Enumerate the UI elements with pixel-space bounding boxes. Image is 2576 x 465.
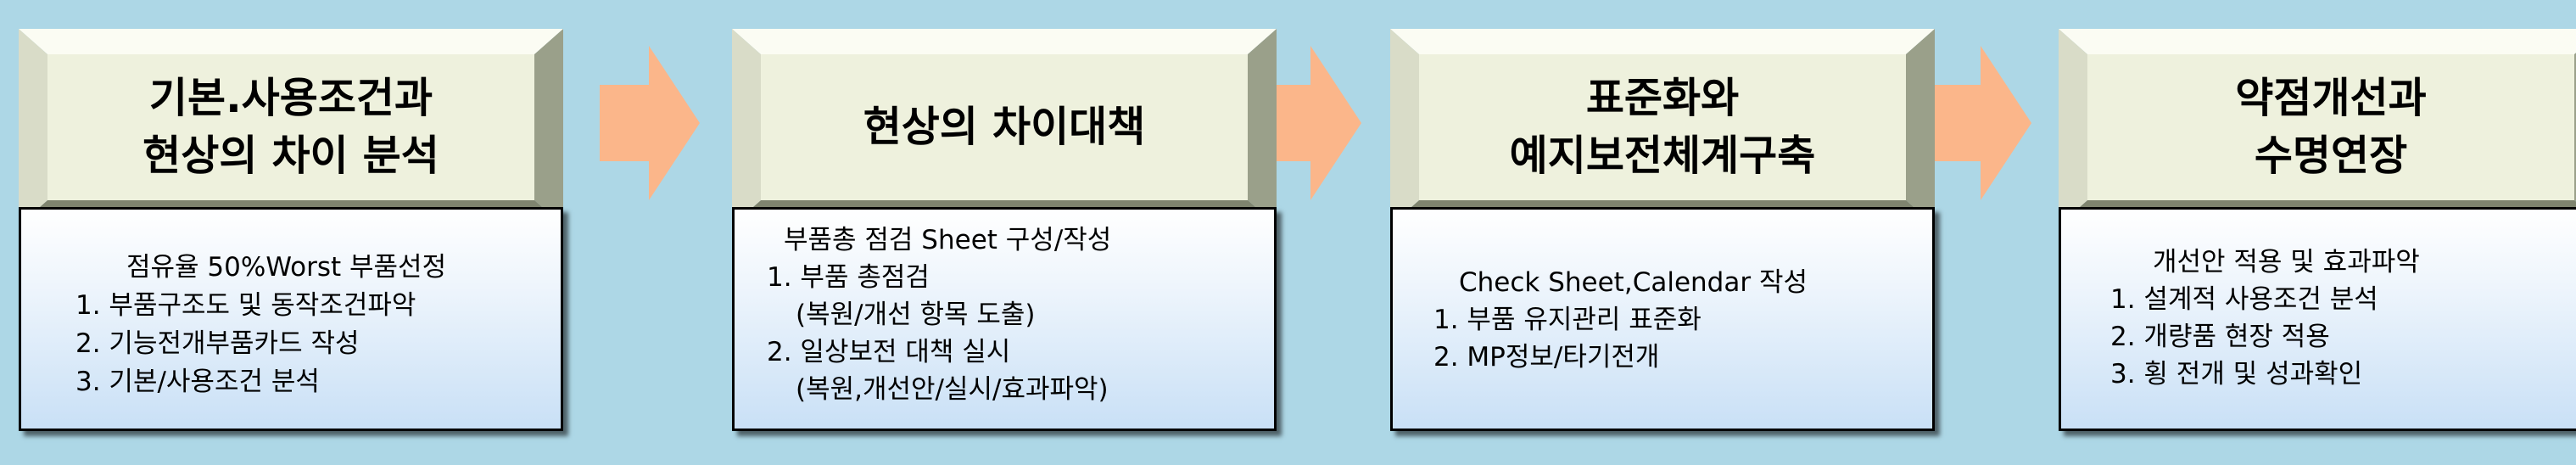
stage-3-title-line-2: 예지보전체계구축: [1509, 132, 1816, 180]
stage-2-title-line-1: 현상의 차이대책: [863, 103, 1146, 151]
stage-4: 약점개선과 수명연장 개선안 적용 및 효과파악 1. 설계적 사용조건 분석 …: [2059, 0, 2576, 465]
stage-1-item-1: 점유율 50%Worst 부품선정: [126, 252, 447, 283]
stage-1-header: 기본.사용조건과 현상의 차이 분석: [19, 29, 563, 226]
stage-4-bevel: [2059, 29, 2576, 226]
stage-4-item-2: 1. 설계적 사용조건 분석: [2110, 284, 2378, 315]
stage-3-item-1: Check Sheet,Calendar 작성: [1459, 267, 1808, 298]
stage-2-item-1: 부품총 점검 Sheet 구성/작성: [784, 225, 1112, 255]
stage-2-item-4: 2. 일상보전 대책 실시: [767, 337, 1011, 367]
stage-4-title: 약점개선과 수명연장: [2087, 54, 2574, 200]
flow-arrow-3: [1931, 46, 2031, 200]
stage-2-content: 부품총 점검 Sheet 구성/작성 1. 부품 총점검 (복원/개선 항목 도…: [732, 207, 1277, 431]
stage-4-title-line-2: 수명연장: [2254, 132, 2408, 180]
stage-4-title-line-1: 약점개선과: [2235, 74, 2427, 122]
stage-4-item-4: 3. 횡 전개 및 성과확인: [2110, 359, 2363, 389]
stage-3-item-3: 2. MP정보/타기전개: [1433, 342, 1660, 373]
stage-2-title: 현상의 차이대책: [761, 54, 1248, 200]
stage-3-header: 표준화와 예지보전체계구축: [1390, 29, 1935, 226]
stage-2-item-5: (복원,개선안/실시/효과파악): [796, 374, 1109, 405]
stage-2-header: 현상의 차이대책: [732, 29, 1277, 226]
stage-1: 기본.사용조건과 현상의 차이 분석 점유율 50%Worst 부품선정 1. …: [19, 0, 612, 465]
stage-1-content: 점유율 50%Worst 부품선정 1. 부품구조도 및 동작조건파악 2. 기…: [19, 207, 563, 431]
stage-2-item-2: 1. 부품 총점검: [767, 262, 930, 293]
stage-1-item-2: 1. 부품구조도 및 동작조건파악: [75, 290, 416, 321]
stage-3-item-2: 1. 부품 유지관리 표준화: [1433, 305, 1702, 335]
stage-4-item-1: 개선안 적용 및 효과파악: [2153, 247, 2420, 277]
stage-1-item-3: 2. 기능전개부품카드 작성: [75, 328, 360, 359]
stage-4-item-3: 2. 개량품 현장 적용: [2110, 322, 2330, 352]
stage-1-title-line-1: 기본.사용조건과: [148, 74, 433, 122]
stage-1-title: 기본.사용조건과 현상의 차이 분석: [47, 54, 534, 200]
stage-4-header: 약점개선과 수명연장: [2059, 29, 2576, 226]
stage-3-title-line-1: 표준화와: [1585, 74, 1740, 122]
stage-3: 표준화와 예지보전체계구축 Check Sheet,Calendar 작성 1.…: [1390, 0, 1984, 465]
stage-2-item-3: (복원/개선 항목 도출): [796, 300, 1036, 330]
stage-1-item-4: 3. 기본/사용조건 분석: [75, 367, 320, 397]
stage-4-content: 개선안 적용 및 효과파악 1. 설계적 사용조건 분석 2. 개량품 현장 적…: [2059, 207, 2576, 431]
stage-3-title: 표준화와 예지보전체계구축: [1419, 54, 1906, 200]
flow-arrow-1: [600, 46, 700, 200]
flow-arrow-2: [1261, 46, 1361, 200]
stage-2: 현상의 차이대책 부품총 점검 Sheet 구성/작성 1. 부품 총점검 (복…: [732, 0, 1326, 465]
stage-3-content: Check Sheet,Calendar 작성 1. 부품 유지관리 표준화 2…: [1390, 207, 1935, 431]
stage-1-title-line-2: 현상의 차이 분석: [142, 132, 439, 180]
